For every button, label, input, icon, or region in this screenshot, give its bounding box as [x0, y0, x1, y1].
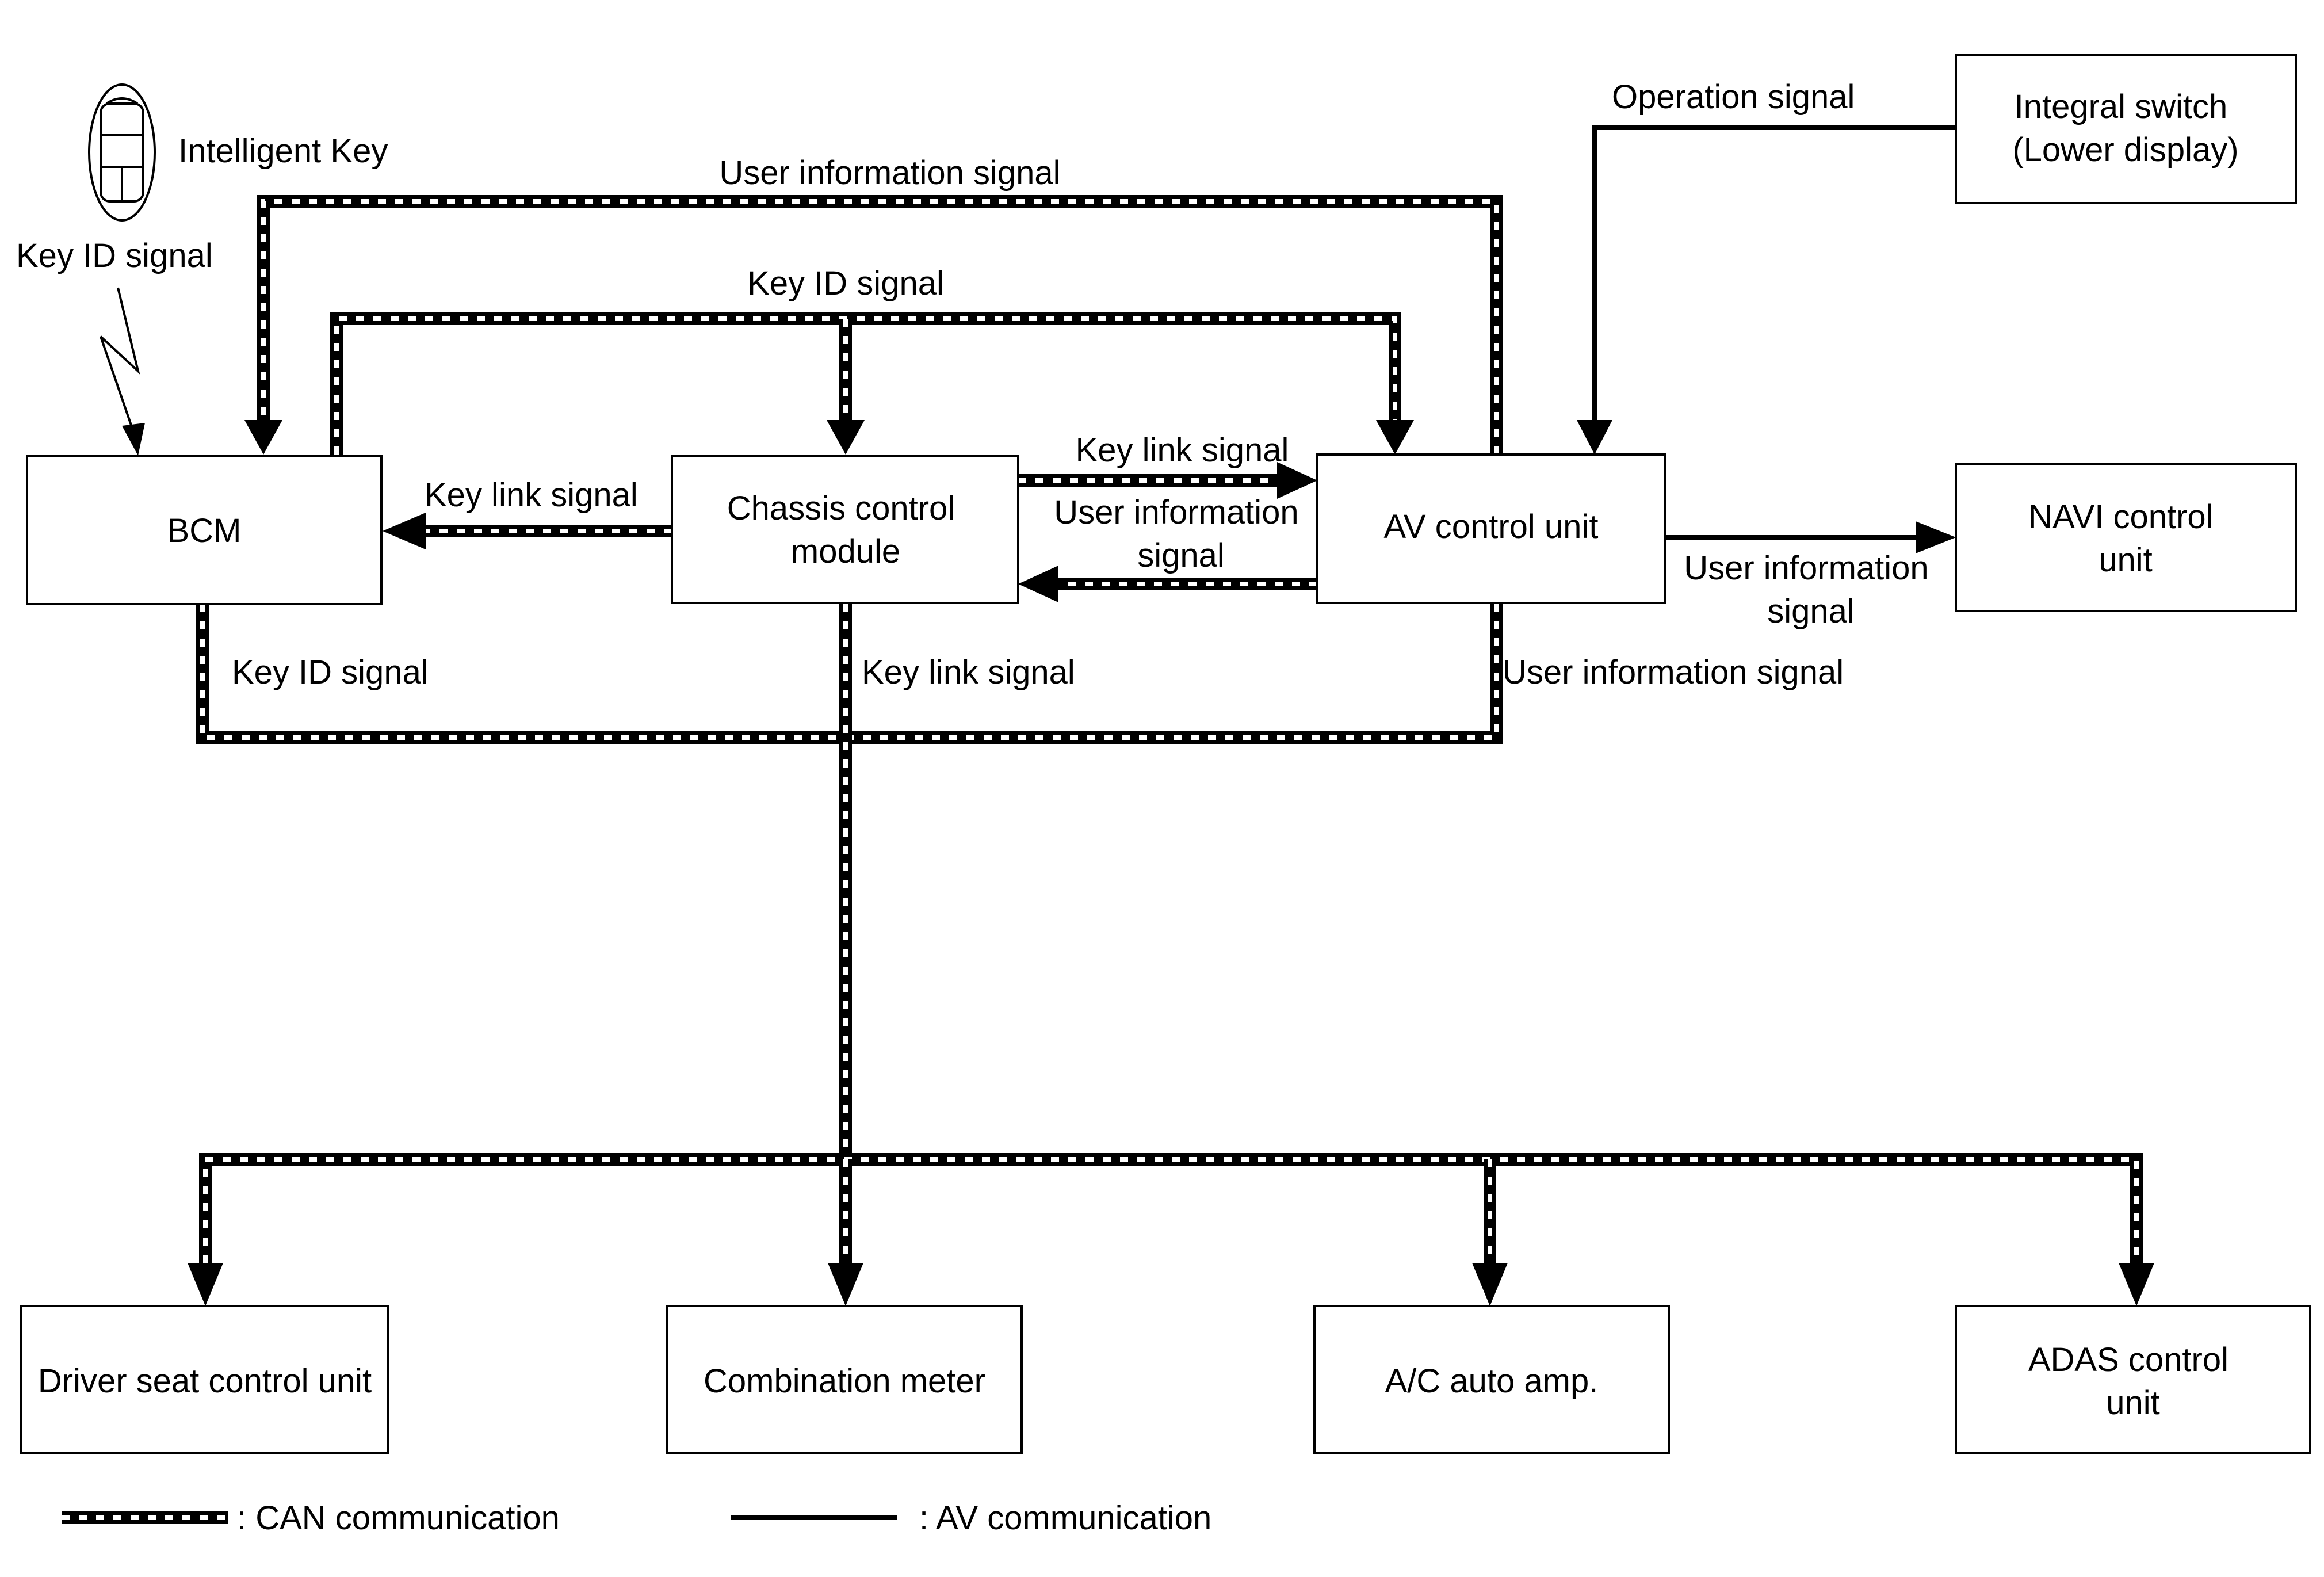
- av-line-operation: [1592, 125, 1956, 420]
- arrowhead-radio-to-bcm: [122, 423, 145, 456]
- arrowhead-user-info-to-chassis: [1018, 566, 1058, 602]
- bcm-label: BCM: [167, 512, 242, 549]
- can-line-user-info-top: [257, 195, 1503, 455]
- key-id-top-label: Key ID signal: [747, 265, 944, 302]
- av-control-unit-label: AV control unit: [1384, 508, 1599, 545]
- can-lines: [196, 195, 2143, 1263]
- driver-seat-control-unit-box: Driver seat control unit: [20, 1305, 389, 1454]
- navi-control-unit-label: NAVI control unit: [2028, 498, 2222, 579]
- arrowhead-user-info-to-bcm: [244, 420, 282, 455]
- navi-control-unit-box: NAVI control unit: [1955, 463, 2297, 612]
- user-info-to-chassis-label: User information signal: [1054, 494, 1308, 574]
- legend-av-label: : AV communication: [919, 1499, 1211, 1537]
- key-link-to-av-label: Key link signal: [1076, 432, 1289, 469]
- key-link-to-bcm-label: Key link signal: [425, 476, 638, 514]
- arrowhead-to-meter: [828, 1263, 863, 1306]
- key-id-bcm-bus-label: Key ID signal: [232, 654, 429, 691]
- arrowhead-key-link-to-bcm: [383, 513, 426, 549]
- arrowhead-user-info-to-navi: [1916, 521, 1956, 553]
- arrowhead-to-adas: [2119, 1263, 2154, 1306]
- key-id-radio-label: Key ID signal: [16, 237, 213, 274]
- operation-signal-label: Operation signal: [1612, 78, 1855, 116]
- chassis-control-module-label: Chassis control module: [727, 490, 965, 570]
- legend-can-label: : CAN communication: [237, 1499, 560, 1537]
- ac-auto-amp-label: A/C auto amp.: [1385, 1362, 1599, 1400]
- integral-switch-box: Integral switch (Lower display): [1955, 54, 2297, 204]
- av-control-unit-box: AV control unit: [1316, 453, 1666, 604]
- ac-auto-amp-box: A/C auto amp.: [1313, 1305, 1670, 1454]
- signal-labels: User information signal Key ID signal Op…: [232, 78, 1938, 691]
- bcm-box: BCM: [26, 455, 383, 605]
- user-info-to-navi-label: User information signal: [1684, 549, 1938, 630]
- adas-control-unit-box: ADAS control unit: [1955, 1305, 2311, 1454]
- arrowhead-to-driver-seat: [188, 1263, 223, 1306]
- combination-meter-label: Combination meter: [704, 1362, 985, 1400]
- intelligent-key-icon: [88, 83, 156, 222]
- av-lines: [1592, 125, 1956, 540]
- legend: : CAN communication : AV communication: [62, 1499, 1211, 1537]
- integral-switch-label: Integral switch (Lower display): [2012, 88, 2238, 169]
- arrowhead-to-ac-amp: [1472, 1263, 1508, 1306]
- intelligent-key-label: Intelligent Key: [178, 132, 388, 170]
- adas-control-unit-label: ADAS control unit: [2028, 1341, 2238, 1422]
- arrowhead-key-id-to-chassis: [827, 420, 865, 455]
- arrowhead-key-id-to-av: [1376, 420, 1414, 455]
- chassis-control-module-box: Chassis control module: [671, 455, 1019, 604]
- combination-meter-box: Combination meter: [666, 1305, 1023, 1454]
- driver-seat-control-unit-label: Driver seat control unit: [38, 1362, 372, 1400]
- user-info-av-bus-label: User information signal: [1503, 654, 1844, 691]
- arrowhead-key-link-to-av: [1277, 462, 1317, 499]
- can-line-bottom-bus: [199, 1153, 2143, 1263]
- arrowhead-operation-to-av: [1577, 420, 1612, 455]
- arrowheads: [188, 420, 2154, 1306]
- key-link-chassis-bus-label: Key link signal: [862, 654, 1075, 691]
- user-info-top-label: User information signal: [719, 154, 1060, 192]
- radio-signal-zigzag: [100, 287, 140, 441]
